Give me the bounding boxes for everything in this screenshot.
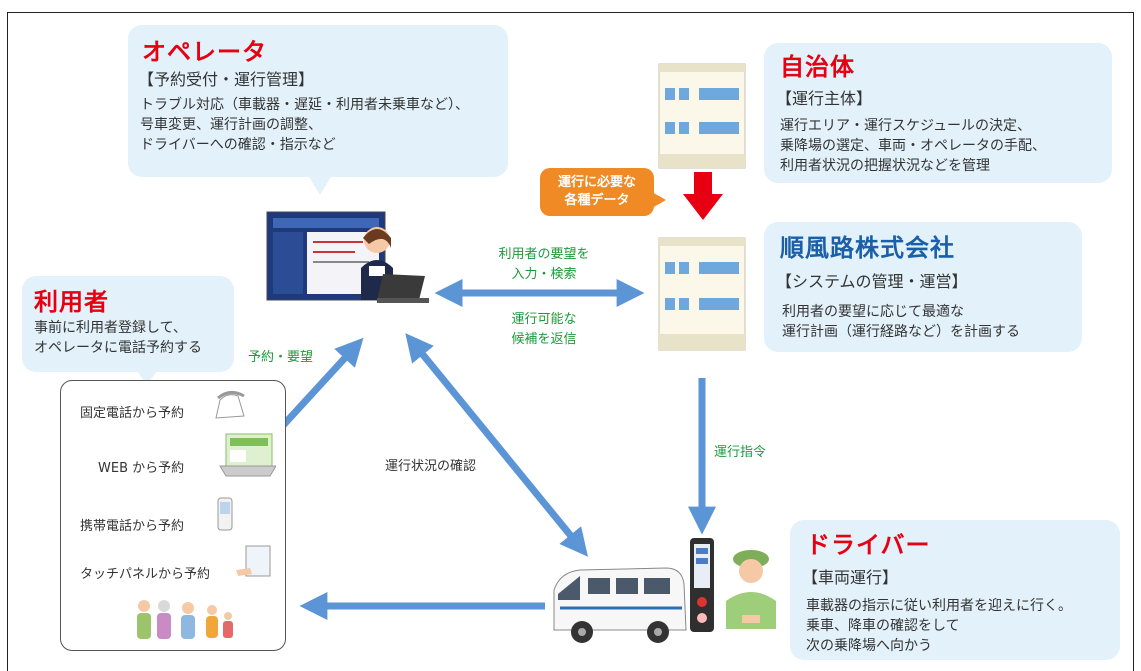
driver-title: ドライバー [806, 531, 931, 559]
label-line: 入力・検索 [511, 267, 577, 282]
reservation-label: 予約・要望 [248, 350, 314, 365]
dispatch-label: 運行指令 [714, 445, 767, 460]
operator-vehicle-arrow [405, 333, 588, 557]
user-line: オペレータに電話予約する [34, 340, 202, 356]
operator-bubble [128, 25, 508, 177]
label-line: 運行可能な [511, 312, 577, 327]
company-line: 運行計画（運行経路など）を計画する [782, 324, 1020, 340]
candidates-return-label: 運行可能な 候補を返信 [482, 310, 606, 350]
request-input-label: 利用者の要望を 入力・検索 [482, 245, 606, 285]
red-down-arrow [683, 172, 723, 220]
company-bubble [764, 222, 1082, 352]
operator-line: ドライバーへの確認・指示など [140, 137, 336, 153]
user-line: 事前に利用者登録して、 [34, 320, 187, 336]
method-landline: 固定電話から予約 [80, 406, 185, 421]
company-line: 利用者の要望に応じて最適な [782, 304, 964, 320]
data-tag-line: 運行に必要な [557, 175, 636, 190]
driver-illustration [726, 550, 776, 629]
vehicle-van-icon [553, 567, 687, 643]
operator-bubble-tail [308, 175, 332, 195]
operator-illustration [266, 211, 429, 303]
municipality-description: 運行エリア・運行スケジュールの決定、 乗降場の選定、車両・オペレータの手配、 利… [780, 116, 1046, 176]
company-building-icon [658, 237, 746, 351]
label-line: 利用者の要望を [498, 247, 590, 262]
municipality-role: 【運行主体】 [776, 89, 873, 108]
municipality-line: 乗降場の選定、車両・オペレータの手配、 [780, 138, 1046, 154]
status-check-label: 運行状況の確認 [385, 459, 477, 474]
driver-line: 次の乗降場へ向かう [806, 638, 932, 654]
operator-title: オペレータ [142, 38, 267, 66]
user-bubble-tail [136, 370, 158, 384]
municipality-title: 自治体 [780, 53, 855, 81]
municipality-line: 利用者状況の把握状況などを管理 [780, 158, 990, 174]
operator-line: トラブル対応（車載器・遅延・利用者未乗車など）、 [140, 97, 469, 113]
driver-line: 車載器の指示に従い利用者を迎えに行く。 [806, 598, 1072, 614]
user-description: 事前に利用者登録して、 オペレータに電話予約する [34, 318, 202, 358]
driver-line: 乗車、降車の確認をして [806, 618, 960, 634]
driver-description: 車載器の指示に従い利用者を迎えに行く。 乗車、降車の確認をして 次の乗降場へ向か… [806, 596, 1072, 656]
method-mobile: 携帯電話から予約 [80, 519, 185, 534]
company-role: 【システムの管理・運営】 [776, 272, 968, 291]
municipality-bubble [764, 43, 1112, 183]
diagram-frame [7, 12, 1134, 671]
mobile-phone-icon [217, 497, 233, 531]
onboard-device-icon [690, 538, 714, 632]
municipality-building-icon [658, 63, 746, 169]
data-tag: 運行に必要な 各種データ [540, 168, 654, 216]
method-touch-panel: タッチパネルから予約 [80, 567, 211, 582]
user-to-operator-arrow [274, 337, 364, 435]
web-laptop-icon [219, 433, 276, 477]
touch-panel-icon [236, 545, 271, 577]
reservation-methods-box [60, 380, 286, 651]
label-line: 候補を返信 [511, 332, 577, 347]
landline-phone-icon [215, 391, 245, 419]
user-bubble [22, 276, 234, 372]
municipality-line: 運行エリア・運行スケジュールの決定、 [780, 118, 1032, 134]
company-description: 利用者の要望に応じて最適な 運行計画（運行経路など）を計画する [782, 302, 1020, 342]
user-title: 利用者 [34, 288, 109, 316]
operator-role: 【予約受付・運行管理】 [138, 70, 315, 89]
data-tag-line: 各種データ [564, 193, 630, 208]
operator-description: トラブル対応（車載器・遅延・利用者未乗車など）、 号車変更、運行計画の調整、 ド… [140, 95, 469, 155]
company-title: 順風路株式会社 [780, 234, 955, 262]
driver-role: 【車両運行】 [802, 568, 899, 587]
method-web: WEB から予約 [98, 461, 185, 476]
driver-bubble [790, 520, 1120, 660]
users-people-icon [137, 600, 233, 639]
data-tag-pointer [652, 192, 666, 208]
operator-line: 号車変更、運行計画の調整、 [140, 117, 322, 133]
